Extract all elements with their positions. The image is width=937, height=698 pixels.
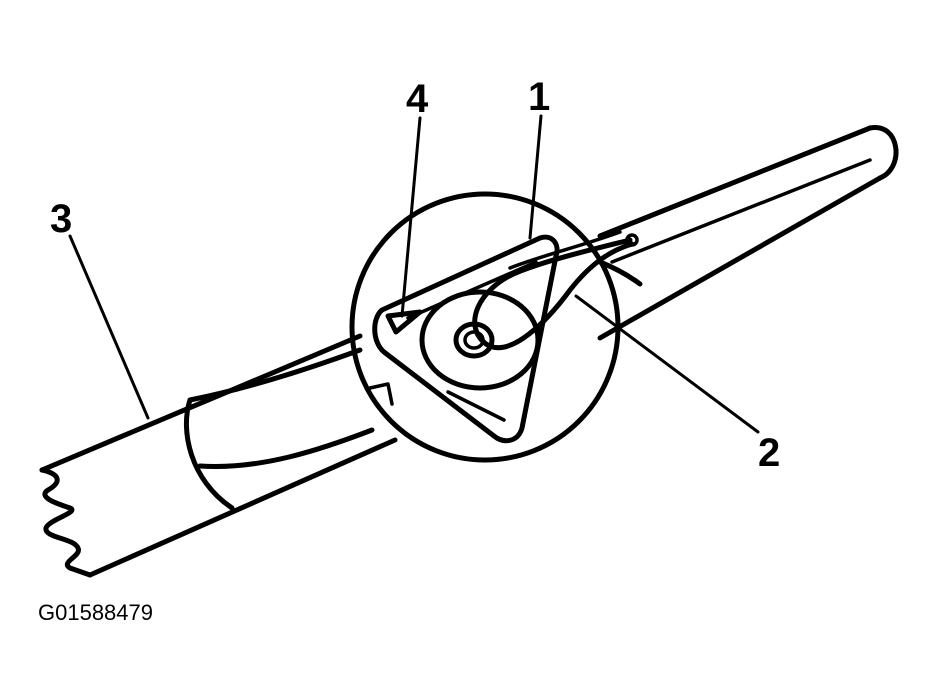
- callout-3: 3: [50, 197, 72, 241]
- arm-joint-ellipse: [183, 397, 235, 511]
- leader-lines: [68, 114, 760, 434]
- arm-joint-inner: [197, 427, 375, 469]
- arm-tip: [867, 125, 899, 181]
- callout-4: 4: [406, 77, 429, 121]
- wire-end-cap: [625, 233, 639, 247]
- arm-channel-line: [610, 158, 872, 264]
- wiper-arm: [39, 125, 899, 578]
- wire-loop-inner: [508, 230, 622, 270]
- leader-3: [68, 234, 150, 420]
- clip-tab: [385, 309, 423, 335]
- arm-upper-edge: [39, 125, 873, 473]
- detail-circle: [349, 191, 621, 463]
- wire-end: [597, 259, 643, 287]
- retaining-clip: [372, 234, 560, 444]
- wire-spring: [472, 230, 643, 351]
- figure-id: G01588479: [38, 600, 153, 625]
- bushing-outer: [419, 289, 541, 391]
- leader-2: [574, 294, 760, 434]
- arm-lower-edge: [87, 175, 883, 578]
- leader-4: [400, 116, 422, 318]
- arm-joint-top: [187, 347, 363, 403]
- callout-2: 2: [758, 431, 780, 475]
- leader-1: [528, 114, 543, 240]
- arm-broken-end: [39, 467, 93, 578]
- circle-notch: [368, 382, 394, 406]
- wire-loop-outer: [472, 237, 635, 351]
- callout-1: 1: [528, 75, 550, 119]
